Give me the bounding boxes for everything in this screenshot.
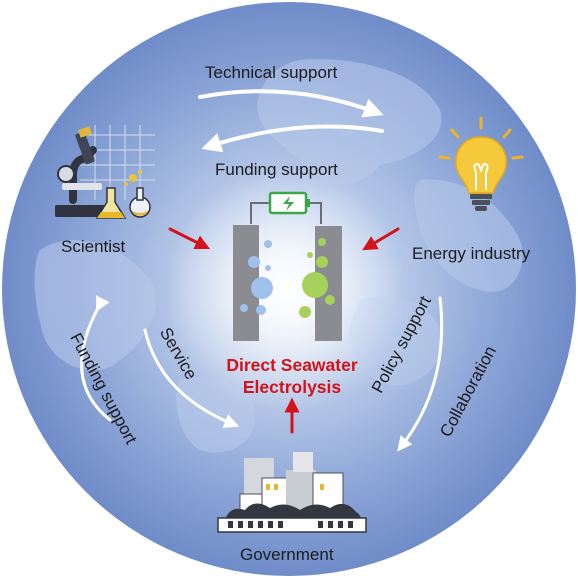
label-energy-industry: Energy industry	[412, 244, 531, 263]
arrow-service	[143, 328, 240, 429]
center-title-line1: Direct Seawater	[226, 355, 358, 375]
bubbles-blue	[240, 240, 273, 315]
continent-shapes	[34, 59, 523, 453]
arrow-technical-support	[198, 89, 384, 118]
arrow-funding-support-top	[201, 124, 384, 153]
light-bulb-icon	[438, 116, 524, 211]
arrow-collaboration	[397, 296, 444, 452]
flask-icon	[95, 170, 151, 219]
flow-arrows	[80, 89, 444, 452]
bubbles-green	[299, 238, 335, 318]
battery-icon	[268, 191, 310, 215]
center-title-line2: Electrolysis	[242, 376, 342, 397]
arrow-scientist-to-center	[168, 227, 211, 250]
microscope-icon	[55, 125, 155, 217]
label-scientist: Scientist	[61, 237, 126, 256]
center-title: Direct Seawater Electrolysis	[202, 355, 382, 399]
arrow-funding-support-left	[80, 295, 112, 422]
electrolyzer-icon	[233, 191, 342, 341]
center-glow	[165, 170, 405, 410]
label-technical-support: Technical support	[205, 63, 338, 82]
arrow-industry-to-center	[362, 227, 400, 251]
city-icon	[217, 452, 367, 533]
red-arrows	[168, 227, 400, 434]
label-government: Government	[240, 545, 334, 564]
label-funding-support-top: Funding support	[215, 160, 338, 179]
